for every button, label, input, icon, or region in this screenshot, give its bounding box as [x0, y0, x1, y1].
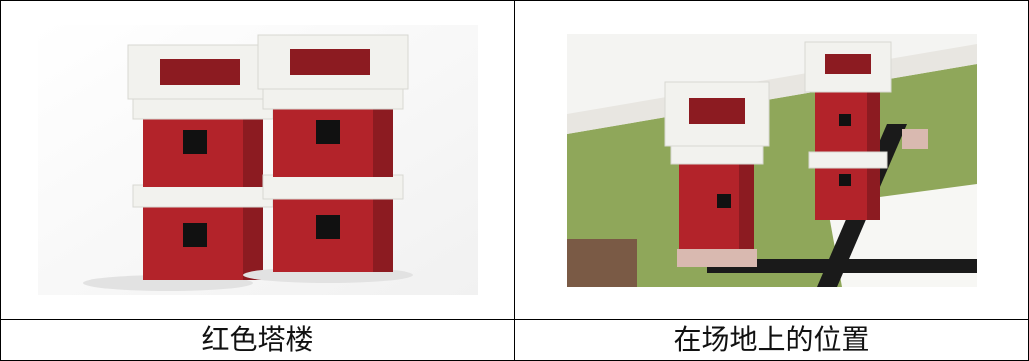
tower-left: [82, 44, 278, 291]
caption-row: 红色塔楼 在场地上的位置: [0, 319, 1029, 361]
tower-right: [242, 34, 413, 283]
cell-left-image: [0, 0, 515, 320]
cell-right-image: [514, 0, 1029, 320]
field-tower-right: [804, 41, 891, 220]
field-tower-left: [664, 81, 769, 249]
red-towers-photo: [37, 25, 478, 295]
image-row: [0, 0, 1029, 320]
cell-right-caption: 在场地上的位置: [514, 319, 1029, 361]
caption-red-tower: 红色塔楼: [201, 323, 314, 356]
towers-on-field-photo: [566, 33, 977, 287]
caption-field-position: 在场地上的位置: [673, 323, 870, 356]
cell-left-caption: 红色塔楼: [0, 319, 515, 361]
